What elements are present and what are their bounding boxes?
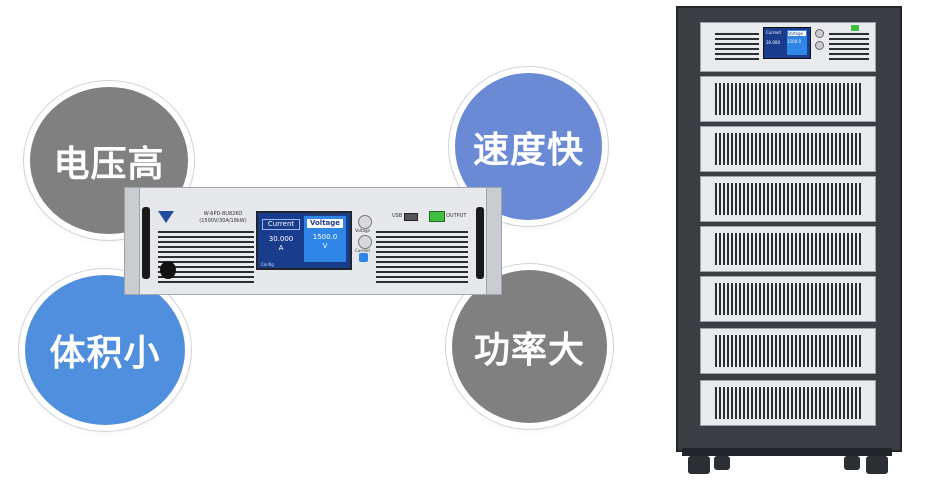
feature-label-fast-speed: 速度快	[472, 129, 584, 171]
feature-label-high-voltage: 电压高	[53, 143, 165, 185]
unit-left-handle	[142, 207, 150, 279]
unit-model-line1: W-6PD-8U82KO	[203, 211, 243, 217]
output-button[interactable]	[429, 211, 445, 222]
power-switch[interactable]	[160, 261, 176, 279]
voltage-knob[interactable]	[358, 215, 372, 229]
rack-module	[700, 328, 876, 374]
rack-module-vent	[715, 183, 863, 215]
unit-right-ear	[486, 187, 502, 295]
output-label: OUTPUT	[446, 213, 467, 219]
rack-module-vent	[715, 233, 863, 265]
rack-caster-inner-right	[844, 456, 860, 470]
unit-right-vent	[376, 231, 468, 283]
brand-logo-icon	[158, 211, 174, 223]
rack-knob-top[interactable]	[815, 29, 824, 38]
unit-left-ear	[124, 187, 140, 295]
rack-display-voltage-value: 1500.0	[787, 39, 801, 44]
rack-control-left-vent	[715, 33, 759, 63]
rack-caster-inner-left	[714, 456, 730, 470]
current-knob[interactable]	[358, 235, 372, 249]
rack-control-right-vent	[829, 33, 869, 63]
rack-base	[682, 448, 892, 456]
rack-module	[700, 276, 876, 322]
feature-label-high-power: 功率大	[473, 329, 585, 371]
rack-module-vent	[715, 387, 863, 419]
usb-label: USB	[392, 213, 403, 219]
rack-caster-right	[866, 456, 888, 474]
rack-module	[700, 176, 876, 222]
display-footer: Config	[261, 262, 274, 267]
rack-module	[700, 380, 876, 426]
series-label: 6KWPDSERIES	[310, 211, 339, 216]
feature-circle-high-voltage: 电压高	[30, 87, 188, 234]
current-knob-label: Current	[355, 248, 371, 253]
rack-display-current-label: Current	[766, 30, 782, 35]
rack-knob-bottom[interactable]	[815, 41, 824, 50]
display-current-panel: Current 30.000 A	[262, 219, 300, 255]
display-current-label: Current	[262, 219, 300, 230]
unit-display: Current 30.000 A Voltage 1500.0 V Config	[256, 211, 352, 270]
display-voltage-label: Voltage	[307, 219, 343, 228]
rack-caster-left	[688, 456, 710, 474]
rack-module-vent	[715, 283, 863, 315]
usb-port[interactable]	[404, 213, 418, 221]
rack-module-vent	[715, 133, 863, 165]
unit-model-line2: (1500V/30A/18kW)	[199, 218, 247, 224]
rack-module	[700, 76, 876, 122]
feature-circle-high-power: 功率大	[452, 270, 607, 423]
power-supply-unit: W-6PD-8U82KO (1500V/30A/18kW) Current 30…	[124, 187, 502, 295]
rack-module-vent	[715, 335, 863, 367]
rack-display: Current 30.000 Voltage 1500.0	[763, 27, 811, 59]
rack-module-vent	[715, 83, 863, 115]
voltage-knob-label: Voltage	[355, 228, 371, 233]
display-current-unit: A	[278, 244, 284, 252]
rack-control-unit: Current 30.000 Voltage 1500.0	[700, 22, 876, 72]
feature-circle-small-size: 体积小	[25, 275, 185, 425]
enter-button[interactable]	[359, 253, 368, 262]
feature-label-small-size: 体积小	[49, 333, 161, 374]
rack-output-button[interactable]	[851, 25, 859, 31]
display-voltage-panel: Voltage 1500.0 V	[304, 216, 346, 262]
rack-module	[700, 226, 876, 272]
unit-model-text: W-6PD-8U82KO (1500V/30A/18kW)	[188, 211, 258, 225]
display-voltage-value: 1500.0	[312, 233, 338, 241]
display-voltage-unit: V	[322, 242, 328, 250]
rack-cabinet: Current 30.000 Voltage 1500.0	[676, 6, 902, 485]
display-current-value: 30.000	[268, 235, 294, 243]
rack-module	[700, 126, 876, 172]
rack-display-current-value: 30.000	[766, 40, 780, 45]
rack-display-voltage-panel: Voltage 1500.0	[787, 30, 807, 55]
unit-right-handle	[476, 207, 484, 279]
rack-display-voltage-label: Voltage	[788, 31, 806, 36]
